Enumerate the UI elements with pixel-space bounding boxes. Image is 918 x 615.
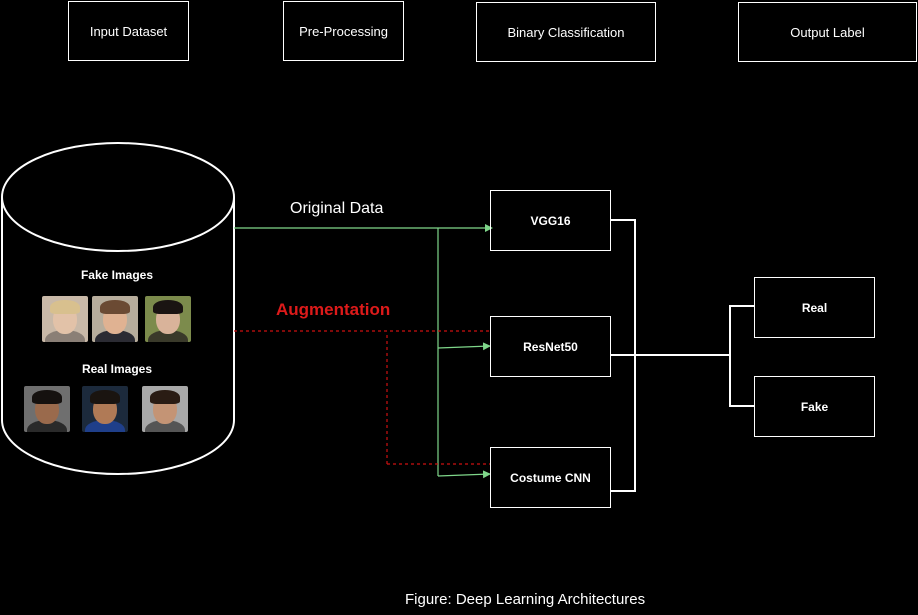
face-hair [153, 300, 183, 314]
fake-face-image-2 [92, 296, 138, 342]
face-hair [100, 300, 130, 314]
face-body [85, 420, 125, 432]
fake-face-image-1 [42, 296, 88, 342]
face-body [148, 330, 188, 342]
face-body [45, 330, 85, 342]
output-real: Real [754, 277, 875, 338]
augmentation-connector [234, 330, 490, 465]
header-output-label: Output Label [738, 2, 917, 62]
face-hair [50, 300, 80, 314]
real-face-image-3 [142, 386, 188, 432]
real-images-label: Real Images [81, 362, 153, 376]
dataset-cylinder [1, 142, 235, 475]
header-binary-classification: Binary Classification [476, 2, 656, 62]
model-merge-connector [610, 219, 754, 492]
header-input-dataset: Input Dataset [68, 1, 189, 61]
face-body [27, 420, 67, 432]
fake-images-label: Fake Images [80, 268, 154, 282]
original-data-label: Original Data [290, 200, 384, 217]
model-custom-cnn: Costume CNN [490, 447, 611, 508]
model-resnet50: ResNet50 [490, 316, 611, 377]
real-face-image-1 [24, 386, 70, 432]
model-vgg16: VGG16 [490, 190, 611, 251]
header-pre-processing: Pre-Processing [283, 1, 404, 61]
face-body [145, 420, 185, 432]
output-fake: Fake [754, 376, 875, 437]
face-hair [32, 390, 62, 404]
face-hair [90, 390, 120, 404]
face-body [95, 330, 135, 342]
augmentation-label: Augmentation [276, 300, 391, 319]
figure-caption: Figure: Deep Learning Architectures [405, 591, 646, 608]
original-data-connector [234, 224, 493, 479]
face-hair [150, 390, 180, 404]
real-face-image-2 [82, 386, 128, 432]
fake-face-image-3 [145, 296, 191, 342]
